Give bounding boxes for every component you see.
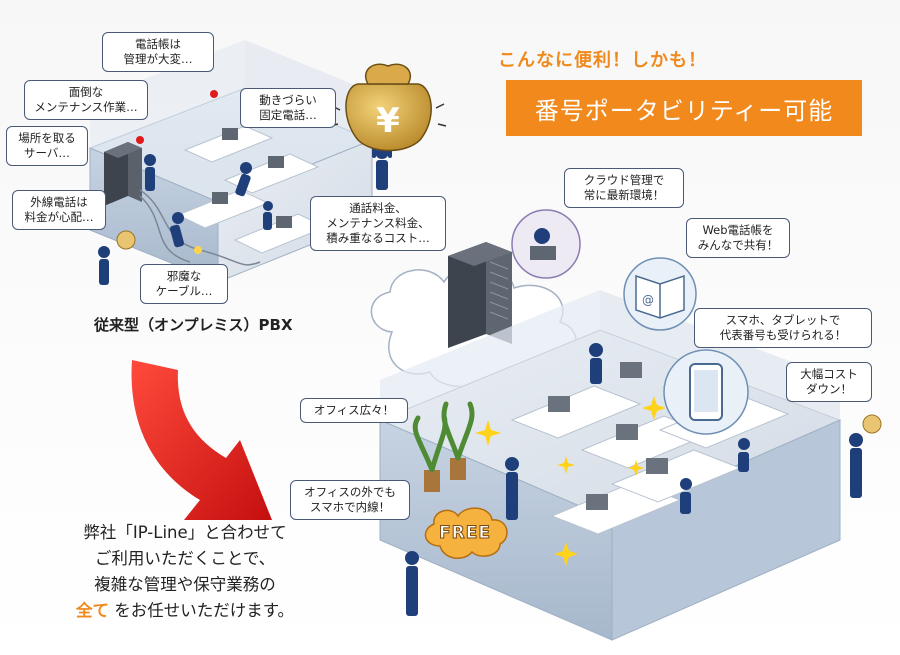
cloud-admin-icon [511, 209, 581, 279]
bubble-server-space: 場所を取るサーバ… [6, 126, 88, 166]
bubble-smartphone-tablet: スマホ、タブレットで代表番号も受けられる！ [694, 308, 872, 348]
money-bag-icon: ¥ [329, 63, 447, 152]
service-description: 弊社「IP-Line」と合わせて ご利用いただくことで、 複雑な管理や保守業務の… [35, 520, 335, 624]
bubble-phonebook-hassle: 電話帳は管理が大変… [102, 32, 214, 72]
free-badge-label: FREE [439, 523, 491, 544]
description-line-3: 複雑な管理や保守業務の [94, 575, 276, 594]
free-badge-icon [424, 507, 508, 559]
svg-text:¥: ¥ [376, 101, 400, 141]
bubble-cost-down: 大幅コストダウン！ [786, 362, 872, 402]
smartphone-icon [663, 349, 749, 435]
web-phonebook-icon: @ [623, 257, 697, 331]
bubble-call-charges: 外線電話は料金が心配… [12, 190, 106, 230]
bubble-accumulated-costs: 通話料金、メンテナンス料金、積み重なるコスト… [310, 196, 446, 251]
description-line-1: 弊社「IP-Line」と合わせて [83, 523, 287, 542]
bubble-maintenance-hassle: 面倒なメンテナンス作業… [24, 80, 148, 120]
description-line-2: ご利用いただくことで、 [94, 549, 276, 568]
bubble-extension-outside: オフィスの外でもスマホで内線！ [290, 480, 410, 520]
description-line-4-rest: をお任せいただけます。 [114, 601, 295, 620]
number-portability-banner: 番号ポータビリティー可能 [506, 80, 862, 136]
plant-icon [412, 401, 475, 492]
bubble-cables: 邪魔なケーブル… [140, 264, 228, 304]
bubble-fixed-phone: 動きづらい固定電話… [240, 88, 336, 128]
bubble-cloud-management: クラウド管理で常に最新環境！ [564, 168, 684, 208]
bubble-web-phonebook: Web電話帳をみんなで共有！ [686, 218, 790, 258]
headline: こんなに便利！しかも！ [498, 50, 707, 71]
transition-arrow-icon [131, 360, 272, 520]
bubble-spacious-office: オフィス広々！ [300, 398, 408, 423]
svg-text:@: @ [642, 293, 654, 307]
legacy-pbx-label: 従来型（オンプレミス）PBX [94, 316, 293, 334]
description-highlight: 全て [75, 601, 109, 620]
legacy-office: ¥ [88, 40, 447, 285]
description-line-4: 全て をお任せいただけます。 [35, 598, 335, 624]
